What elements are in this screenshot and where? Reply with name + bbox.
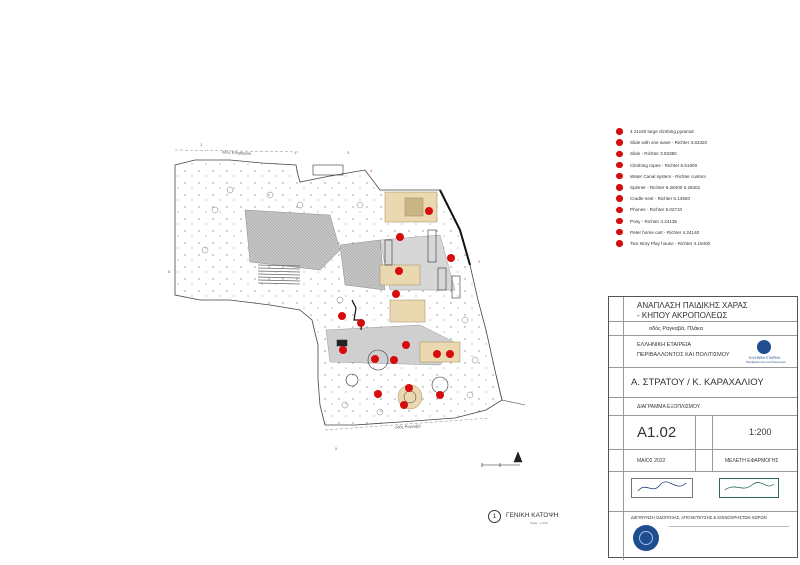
tb-row-authority: ΔΙΕΥΘΥΝΣΗ ΟΔΟΠΟΙΙΑΣ, ΑΠΟΧΕΤΕΥΣΗΣ & ΚΟΙΝΟ… (609, 511, 797, 560)
equipment-marker-icon[interactable] (425, 207, 433, 215)
svg-text:4: 4 (370, 168, 373, 173)
svg-text:3: 3 (347, 150, 350, 155)
drawing-number: Α1.02 (637, 424, 677, 441)
equipment-marker-icon (616, 161, 623, 169)
equipment-marker-icon[interactable] (447, 254, 455, 262)
signature-stamp-left (631, 478, 693, 498)
legend-item: Phones - Richter 9.02710 (616, 204, 796, 215)
equipment-legend: 4 21150 large climbing pyramid Slide wit… (616, 126, 796, 249)
drawing-scale: 1:200 (749, 427, 772, 437)
signature-icon (637, 481, 687, 492)
legend-item: Two story Play house - Richter 4.18400 (616, 238, 796, 249)
municipality-seal-icon (633, 525, 659, 551)
equipment-marker-icon[interactable] (400, 401, 408, 409)
project-title-1: ΑΝΑΠΛΑΣΗ ΠΑΙΔΙΚΗΣ ΧΑΡΑΣ (637, 301, 748, 310)
equipment-marker-icon[interactable] (357, 319, 365, 327)
street-lines (174, 149, 491, 431)
equipment-marker-icon[interactable] (374, 390, 382, 398)
client-line-1: ΕΛΛΗΝΙΚΗ ΕΤΑΙΡΕΙΑ (637, 342, 692, 348)
designers: Α. ΣΤΡΑΤΟΥ / Κ. ΚΑΡΑΧΑΛΙΟΥ (631, 377, 764, 388)
legend-item: Climbing ropes - Richter 6.51800 (616, 160, 796, 171)
legend-item: Cradle nest - Richter 6.14500 (616, 193, 796, 204)
tb-row-address: οδός Ραγκαβά, Πλάκα (609, 321, 797, 336)
equipment-marker-icon (616, 228, 623, 236)
equipment-marker-icon[interactable] (405, 384, 413, 392)
project-title-2: - ΚΗΠΟΥ ΑΚΡΟΠΟΛΕΩΣ (637, 311, 728, 320)
tb-row-date: ΜΑΙΟΣ 2022 ΜΕΛΕΤΗ ΕΦΑΡΜΟΓΗΣ (609, 449, 797, 472)
view-scale-note: Scale : 1:200 (530, 521, 548, 525)
section-marks: 1 3 4 6 2 5 7 (168, 142, 481, 451)
svg-text:6: 6 (168, 269, 171, 274)
svg-text:5: 5 (335, 446, 338, 451)
equipment-marker-icon (616, 217, 623, 225)
signature-stamp-right (719, 478, 779, 498)
equipment-marker-icon[interactable] (396, 233, 404, 241)
client-logo-text-2: Περιβάλλοντος και Πολιτισμού (746, 360, 786, 364)
trees (201, 186, 479, 416)
equipment-marker-icon[interactable] (338, 312, 346, 320)
legend-item: Pony - Richter 4.24135 (616, 216, 796, 227)
equipment-marker-icon[interactable] (371, 355, 379, 363)
legend-item: Slide - Richter 3.83380 (616, 148, 796, 159)
legend-item: 4 21150 large climbing pyramid (616, 126, 796, 137)
equipment-marker-icon (616, 150, 623, 158)
drawing-phase: ΜΕΛΕΤΗ ΕΦΑΡΜΟΓΗΣ (725, 458, 779, 464)
equipment-marker-icon[interactable] (436, 391, 444, 399)
equipment-marker-icon[interactable] (446, 350, 454, 358)
equipment-marker-icon (616, 240, 623, 247)
tb-row-client: ΕΛΛΗΝΙΚΗ ΕΤΑΙΡΕΙΑ ΠΕΡΙΒΑΛΛΟΝΤΟΣ ΚΑΙ ΠΟΛΙ… (609, 335, 797, 368)
equipment-marker-icon[interactable] (395, 267, 403, 275)
legend-item: Water Canal system - Richter custom (616, 171, 796, 182)
equipment-marker-icon[interactable] (433, 350, 441, 358)
north-arrow-icon (481, 451, 523, 467)
equipment-marker-icon[interactable] (390, 356, 398, 364)
equipment-marker-icon (616, 206, 623, 213)
tb-row-drawing-name: ΔΙΑΓΡΑΜΜΑ ΕΞΟΠΛΙΣΜΟΥ (609, 397, 797, 416)
client-logo-text-1: ΕΛΛΗΝΙΚΗ ΕΤΑΙΡΕΙΑ (749, 356, 781, 360)
equipment-marker-icon (616, 128, 623, 135)
drawing-date: ΜΑΙΟΣ 2022 (637, 458, 666, 464)
client-logo-icon (757, 340, 771, 354)
address: οδός Ραγκαβά, Πλάκα (649, 326, 703, 332)
drawing-name: ΔΙΑΓΡΑΜΜΑ ΕΞΟΠΛΙΣΜΟΥ (637, 404, 701, 410)
client-line-2: ΠΕΡΙΒΑΛΛΟΝΤΟΣ ΚΑΙ ΠΟΛΙΤΙΣΜΟΥ (637, 352, 730, 358)
play-equipment (312, 164, 461, 394)
equipment-marker-icon (616, 195, 623, 202)
tb-row-project: ΑΝΑΠΛΑΣΗ ΠΑΙΔΙΚΗΣ ΧΑΡΑΣ - ΚΗΠΟΥ ΑΚΡΟΠΟΛΕ… (609, 297, 797, 321)
equipment-marker-icon (616, 139, 623, 146)
tb-row-designers: Α. ΣΤΡΑΤΟΥ / Κ. ΚΑΡΑΧΑΛΙΟΥ (609, 367, 797, 398)
title-block: ΑΝΑΠΛΑΣΗ ΠΑΙΔΙΚΗΣ ΧΑΡΑΣ - ΚΗΠΟΥ ΑΚΡΟΠΟΛΕ… (608, 296, 798, 560)
tb-row-drawing-number: Α1.02 1:200 (609, 415, 797, 450)
legend-item: Spinner - Richter 6.28400 6.28401 (616, 182, 796, 193)
tb-row-signatures (609, 471, 797, 512)
steps-area (257, 264, 301, 285)
legend-item: Peter horse cart - Richter 4.24140 (616, 227, 796, 238)
equipment-marker-icon (616, 184, 623, 191)
svg-text:1: 1 (200, 142, 203, 147)
svg-text:2: 2 (478, 259, 481, 264)
view-number: 1 (488, 510, 501, 523)
site-outline (174, 159, 526, 426)
equipment-marker-icon[interactable] (392, 290, 400, 298)
equipment-marker-icon[interactable] (402, 341, 410, 349)
authority-name: ΔΙΕΥΘΥΝΣΗ ΟΔΟΠΟΙΙΑΣ, ΑΠΟΧΕΤΕΥΣΗΣ & ΚΟΙΝΟ… (631, 515, 767, 520)
equipment-marker-icon (616, 172, 623, 180)
svg-text:7: 7 (294, 151, 297, 156)
legend-item: Slide with one wave - Richter 3.83320 (616, 137, 796, 148)
view-title-text: ΓΕΝΙΚΗ ΚΑΤΟΨΗ (506, 512, 559, 519)
signature-icon (724, 482, 775, 491)
equipment-marker-icon[interactable] (339, 346, 347, 354)
